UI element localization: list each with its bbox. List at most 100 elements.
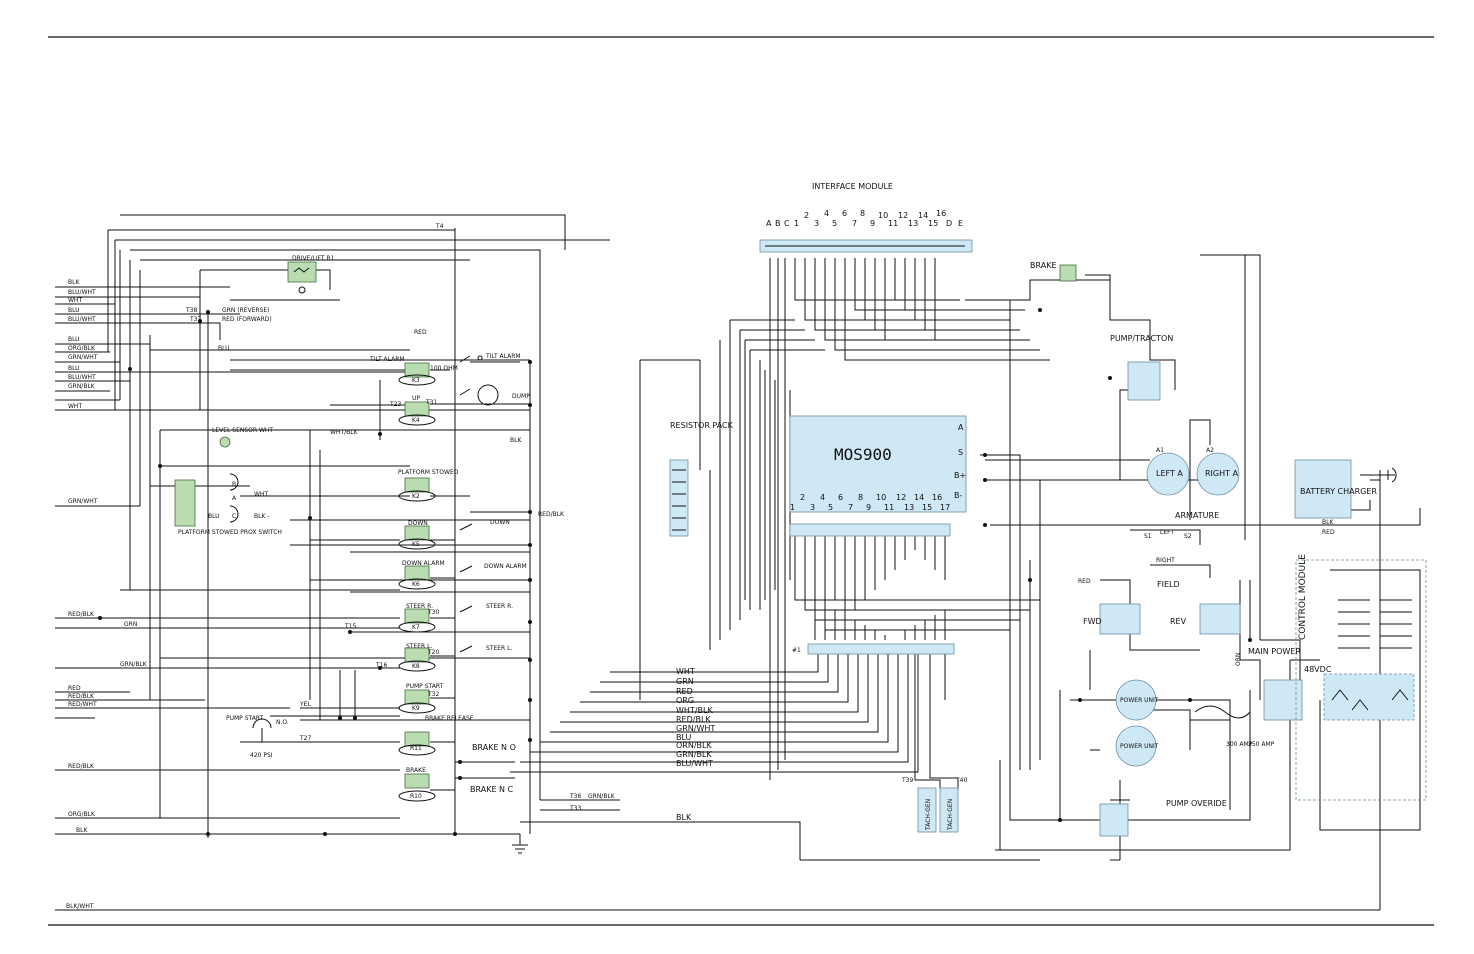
connector-1 xyxy=(807,643,955,655)
label-pump-start-sw: PUMP START xyxy=(226,715,264,722)
im-pin: 1 xyxy=(794,219,799,228)
im-pin: 5 xyxy=(832,219,837,228)
left-motor xyxy=(1146,452,1190,496)
im-pin: 7 xyxy=(852,219,857,228)
misc-label: WHT/BLK xyxy=(330,429,359,436)
bundle-label: GRN xyxy=(676,677,694,686)
wire-label: GRN/WHT xyxy=(68,498,98,505)
im-pin: D xyxy=(946,219,952,228)
label-t40: T40 xyxy=(955,777,967,784)
terminal-label: T23 xyxy=(389,401,401,408)
label-brake-nc: BRAKE N C xyxy=(470,785,514,794)
label-tach-gen-1: TACH-GEN xyxy=(925,799,932,831)
label-mos900: MOS900 xyxy=(834,445,892,464)
label-platform-stowed: PLATFORM STOWED xyxy=(398,469,459,476)
relay-k4 xyxy=(404,401,430,417)
mos-pins-right: A S B+ B- xyxy=(954,423,966,500)
label-down: DOWN xyxy=(408,520,428,527)
relay-label: K8 xyxy=(412,663,420,670)
mos-pin: 5 xyxy=(828,503,833,512)
mos-pin: 17 xyxy=(940,503,950,512)
bundle-wire-labels: WHT GRN RED ORG WHT/BLK RED/BLK GRN/WHT … xyxy=(676,667,715,822)
relay-label: K9 xyxy=(412,705,420,712)
relay-r10 xyxy=(404,773,430,789)
label-pump-override: PUMP OVERIDE xyxy=(1166,799,1227,808)
bundle-label: BLU/WHT xyxy=(676,759,713,768)
wire-label: BLU xyxy=(68,365,80,372)
misc-label: GRN (REVERSE) xyxy=(222,307,270,314)
misc-label: ORN xyxy=(1235,653,1242,666)
im-pin: 8 xyxy=(860,209,865,218)
wire-label: BLK xyxy=(68,279,80,286)
mos-pin: 2 xyxy=(800,493,805,502)
im-pin: E xyxy=(958,219,963,228)
bundle-label: GRN/WHT xyxy=(676,724,715,733)
im-pin: 2 xyxy=(804,211,809,220)
misc-label: S1 xyxy=(1144,533,1152,540)
wire-label: GRN xyxy=(124,621,137,628)
wire-label: GRN/WHT xyxy=(68,354,98,361)
rev-contactor xyxy=(1199,603,1241,635)
label-armature: ARMATURE xyxy=(1175,511,1219,520)
label-drive-lift: DRIVE/LIFT R1 xyxy=(292,255,335,262)
wire-label: BLK xyxy=(76,827,88,834)
terminal-label: T31 xyxy=(425,399,437,406)
terminal-label: T30 xyxy=(427,609,439,616)
misc-label: S2 xyxy=(1184,533,1192,540)
terminal-label: T27 xyxy=(299,735,311,742)
wire-label: BLU/WHT xyxy=(68,316,96,323)
misc-label: RED xyxy=(414,329,427,336)
wire-label: BLU/WHT xyxy=(68,374,96,381)
tach-gen-1 xyxy=(917,787,937,833)
misc-label: B xyxy=(232,481,236,488)
relay-label: R10 xyxy=(410,793,422,800)
label-brake-relay: BRAKE xyxy=(406,767,426,774)
misc-label: RIGHT xyxy=(1156,557,1175,564)
right-motor xyxy=(1196,452,1240,496)
bundle-label: RED xyxy=(676,687,693,696)
brake-relay xyxy=(1059,264,1077,282)
label-300-amp: 300 AMP xyxy=(1226,741,1253,748)
label-steer-l-right: STEER L. xyxy=(486,645,512,652)
label-pump-start: PUMP START xyxy=(406,683,444,690)
wire-label: GRN/BLK xyxy=(120,661,148,668)
im-pin: 9 xyxy=(870,219,875,228)
terminal-labels: T4 T38 T37 T31 T23 T30 T15 T20 T16 T32 T… xyxy=(185,223,581,812)
label-t39: T39 xyxy=(901,777,913,784)
mos900-controller xyxy=(789,415,967,513)
misc-label: A2 xyxy=(1206,447,1214,454)
im-pin: 11 xyxy=(888,219,898,228)
label-ohm: 100 OHM xyxy=(430,365,458,372)
relay-k7 xyxy=(404,608,430,624)
misc-label: YEL xyxy=(299,701,311,708)
im-pin: 6 xyxy=(842,209,847,218)
label-steer-r: STEER R. xyxy=(406,603,433,610)
bundle-label: ORN/BLK xyxy=(676,741,712,750)
terminal-label: T32 xyxy=(427,691,439,698)
wire-label: BLU/WHT xyxy=(68,289,96,296)
wire-label: RED/BLK xyxy=(68,611,95,618)
im-pin: 3 xyxy=(814,219,819,228)
misc-label: RED xyxy=(1078,578,1091,585)
terminal-label: T38 xyxy=(185,307,197,314)
im-pin: 15 xyxy=(928,219,938,228)
relay-label: R11 xyxy=(410,745,422,752)
relay-labels: K3 K4 K2 K5 K6 K7 K8 K9 R11 R10 xyxy=(410,377,422,800)
label-connector-1: #1 xyxy=(792,647,801,654)
im-pin: B xyxy=(775,219,781,228)
label-350-amp: 350 AMP xyxy=(1248,741,1275,748)
relay-label: K4 xyxy=(412,417,420,424)
label-main-power: MAIN POWER xyxy=(1248,647,1301,656)
wire-label: ORG/BLK xyxy=(68,811,96,818)
label-up: UP xyxy=(412,395,420,402)
bundle-label: BLK xyxy=(676,813,692,822)
relay-label: K5 xyxy=(412,541,420,548)
mos-pin: B- xyxy=(954,491,962,500)
im-pin: 4 xyxy=(824,209,829,218)
label-steer-r-right: STEER R. xyxy=(486,603,513,610)
label-down-alarm: DOWN ALARM xyxy=(402,560,445,567)
label-steer-l: STEER L. xyxy=(406,643,432,650)
bundle-label: GRN/BLK xyxy=(676,750,712,759)
mos-pin: 8 xyxy=(858,493,863,502)
misc-label: WHT xyxy=(254,491,268,498)
